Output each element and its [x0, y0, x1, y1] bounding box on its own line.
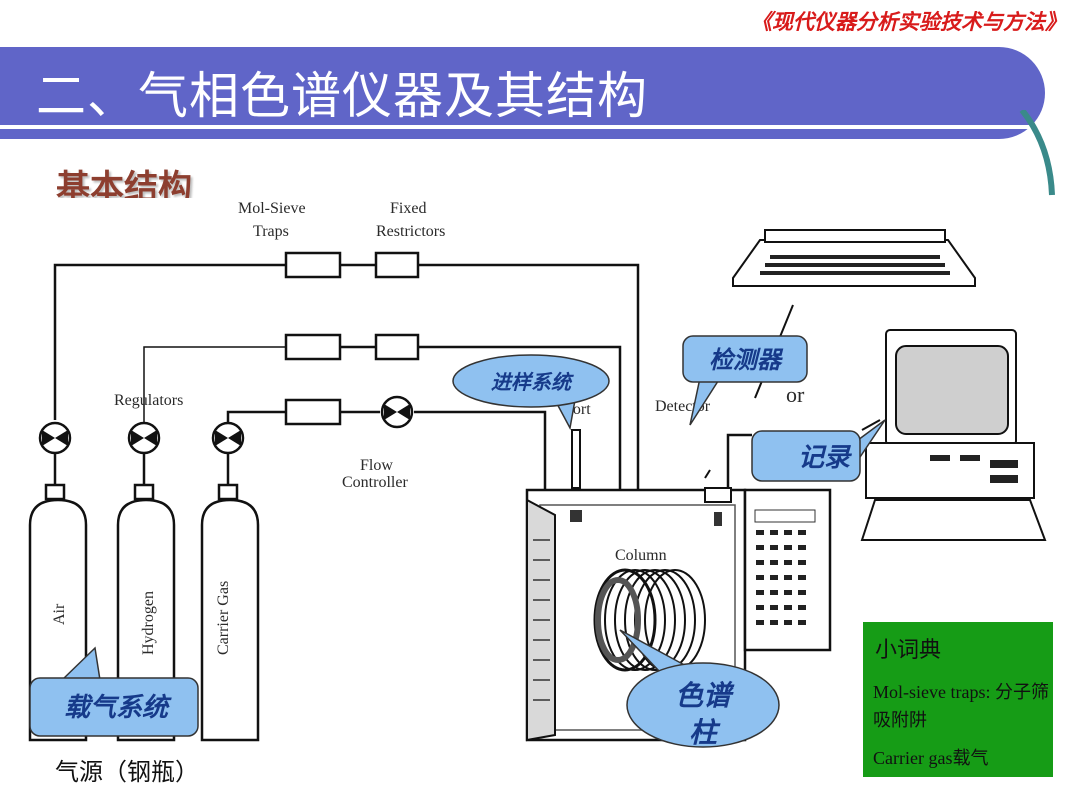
book-title: 《现代仪器分析实验技术与方法》 — [751, 9, 1066, 34]
carrier-gas-cylinder — [200, 453, 260, 742]
slide-title: 二、气相色谱仪器及其结构 — [36, 68, 648, 124]
glossary-item-mol-sieve: Mol-sieve traps: 分子筛吸附阱 — [873, 682, 1049, 730]
gas-source-caption: 气源（钢瓶） — [55, 759, 199, 786]
label-regulators: Regulators — [114, 392, 183, 409]
callout-recorder: 记录 — [751, 419, 886, 482]
svg-text:载气系统: 载气系统 — [64, 693, 172, 723]
svg-text:进样系统: 进样系统 — [491, 370, 574, 394]
svg-text:柱: 柱 — [689, 716, 721, 749]
svg-text:记录: 记录 — [798, 443, 853, 473]
regulator-valves — [38, 421, 245, 455]
label-fixed: Fixed — [390, 200, 426, 217]
label-traps: Traps — [253, 223, 289, 240]
glossary-box: 小词典 Mol-sieve traps: 分子筛吸附阱 Carrier gas载… — [863, 622, 1053, 777]
callout-injection: 进样系统 — [452, 354, 610, 431]
control-panel — [743, 488, 832, 652]
label-flow: Flow — [360, 457, 393, 474]
label-carrier-gas: Carrier Gas — [215, 581, 232, 655]
callout-column: 色谱 柱 — [619, 629, 780, 749]
decorative-curve — [1019, 110, 1055, 196]
printer — [732, 229, 976, 287]
label-column: Column — [615, 547, 667, 564]
label-air: Air — [51, 603, 68, 625]
label-mol-sieve: Mol-Sieve — [238, 200, 306, 217]
column-coil — [593, 568, 706, 672]
flow-controller-valve — [380, 395, 414, 429]
glossary-item-carrier-gas: Carrier gas载气 — [873, 748, 989, 768]
svg-text:检测器: 检测器 — [709, 346, 784, 374]
title-band — [0, 47, 1045, 139]
trap-restrictor-boxes — [284, 251, 420, 426]
label-controller: Controller — [342, 474, 408, 491]
callout-carrier-system: 载气系统 — [29, 646, 199, 737]
svg-text:色谱: 色谱 — [675, 679, 735, 712]
glossary-heading: 小词典 — [875, 637, 942, 662]
computer — [860, 329, 1047, 541]
callout-detector: 检测器 — [682, 335, 808, 426]
label-or: or — [786, 382, 805, 407]
title-underline — [0, 125, 1030, 129]
computer-connector — [861, 419, 881, 431]
label-hydrogen: Hydrogen — [140, 591, 157, 655]
label-restrictors: Restrictors — [376, 223, 445, 240]
